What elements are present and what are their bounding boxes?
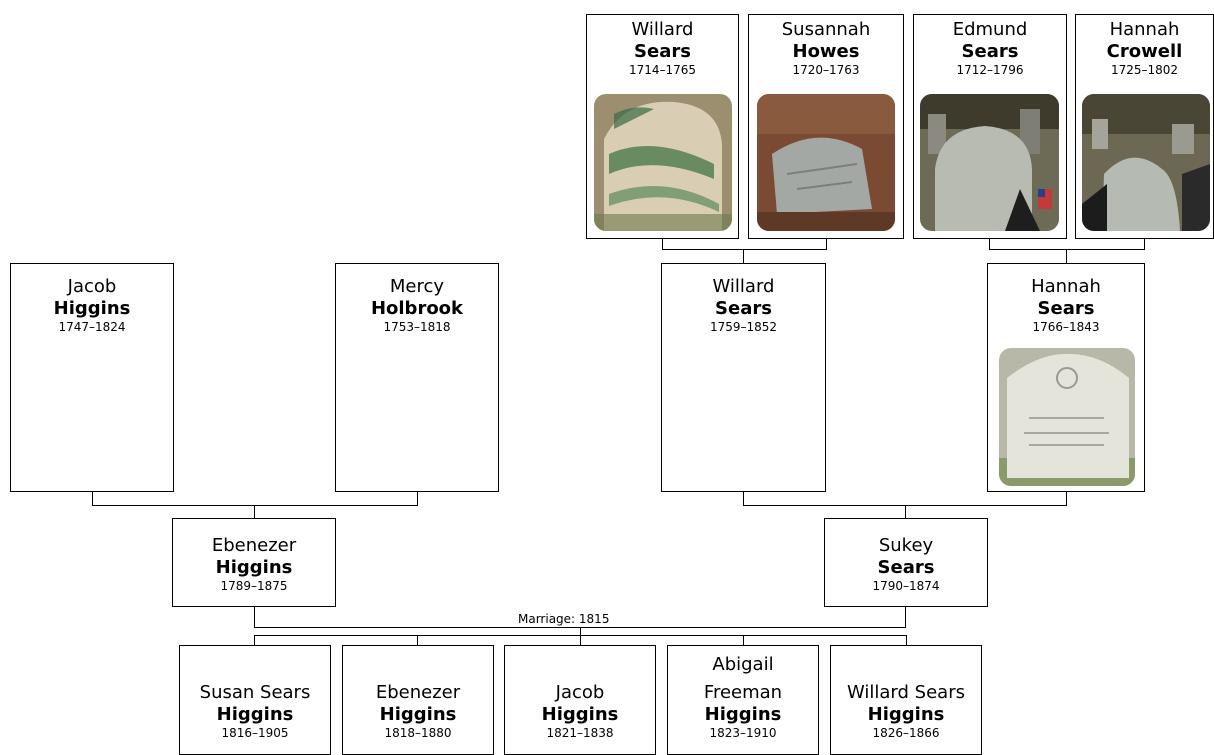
connector <box>1144 239 1145 249</box>
marriage-connector <box>254 607 255 627</box>
connector <box>417 635 418 645</box>
surname: Holbrook <box>370 298 464 319</box>
given-name: Mercy <box>389 276 445 297</box>
connector <box>662 239 663 249</box>
surname: Howes <box>792 41 860 62</box>
surname: Higgins <box>704 704 782 725</box>
life-dates: 1790–1874 <box>872 579 940 593</box>
person-card-edmund-sears[interactable]: Edmund Sears 1712–1796 <box>913 14 1067 239</box>
person-card-susannah-howes[interactable]: Susannah Howes 1720–1763 <box>748 14 904 239</box>
connector <box>662 249 827 250</box>
given-name-line2: Freeman <box>703 682 783 703</box>
person-card-susan-sears-higgins[interactable]: Susan Sears Higgins 1816–1905 <box>179 645 331 755</box>
gravestone-photo[interactable] <box>920 94 1059 231</box>
given-name: Willard <box>712 276 775 297</box>
life-dates: 1714–1765 <box>628 63 697 77</box>
surname: Sears <box>1037 298 1095 319</box>
given-name: Jacob <box>555 682 605 703</box>
marriage-connector <box>905 607 906 627</box>
connector <box>826 239 827 249</box>
connector <box>905 505 906 518</box>
connector <box>906 635 907 645</box>
life-dates: 1712–1796 <box>956 63 1024 77</box>
person-card-willard-sears-1759[interactable]: Willard Sears 1759–1852 <box>661 263 826 492</box>
life-dates: 1753–1818 <box>383 320 451 334</box>
connector <box>254 635 255 645</box>
connector <box>1066 249 1067 263</box>
given-name: Jacob <box>67 276 117 297</box>
connector <box>743 249 744 263</box>
surname: Sears <box>634 41 691 62</box>
given-name: Willard Sears <box>847 682 965 703</box>
given-name: Willard <box>631 19 694 40</box>
connector <box>254 505 255 518</box>
life-dates: 1821–1838 <box>546 726 614 740</box>
person-card-ebenezer-higgins-1818[interactable]: Ebenezer Higgins 1818–1880 <box>342 645 494 755</box>
given-name: Susan Sears <box>199 682 311 703</box>
given-name: Hannah <box>1109 19 1180 40</box>
person-card-willard-sears-higgins[interactable]: Willard Sears Higgins 1826–1866 <box>830 645 982 755</box>
connector <box>743 492 744 505</box>
surname: Higgins <box>379 704 457 725</box>
surname: Sears <box>715 298 772 319</box>
connector <box>989 239 990 249</box>
life-dates: 1766–1843 <box>1032 320 1100 334</box>
person-card-jacob-higgins-1821[interactable]: Jacob Higgins 1821–1838 <box>504 645 656 755</box>
life-dates: 1826–1866 <box>872 726 940 740</box>
given-name: Sukey <box>878 535 934 556</box>
gravestone-photo[interactable] <box>757 94 895 231</box>
person-card-jacob-higgins-1747[interactable]: Jacob Higgins 1747–1824 <box>10 263 174 492</box>
gravestone-photo[interactable] <box>594 94 732 231</box>
connector <box>580 627 581 635</box>
surname: Higgins <box>53 298 131 319</box>
surname: Higgins <box>541 704 619 725</box>
connector <box>92 505 418 506</box>
life-dates: 1725–1802 <box>1110 63 1179 77</box>
connector <box>989 249 1145 250</box>
connector <box>92 492 93 505</box>
surname: Higgins <box>216 704 294 725</box>
life-dates: 1720–1763 <box>792 63 860 77</box>
surname: Crowell <box>1106 41 1183 62</box>
life-dates: 1816–1905 <box>221 726 289 740</box>
person-card-hannah-crowell[interactable]: Hannah Crowell 1725–1802 <box>1075 14 1214 239</box>
connector <box>580 635 581 645</box>
connector <box>743 635 744 645</box>
connector <box>417 492 418 505</box>
gravestone-photo[interactable] <box>1082 94 1210 231</box>
person-card-mercy-holbrook[interactable]: Mercy Holbrook 1753–1818 <box>335 263 499 492</box>
given-name: Ebenezer <box>375 682 461 703</box>
life-dates: 1747–1824 <box>58 320 126 334</box>
gravestone-photo[interactable] <box>999 348 1135 486</box>
given-name: Edmund <box>952 19 1028 40</box>
person-card-hannah-sears[interactable]: Hannah Sears 1766–1843 <box>987 263 1145 492</box>
person-card-sukey-sears[interactable]: Sukey Sears 1790–1874 <box>824 518 988 607</box>
life-dates: 1818–1880 <box>384 726 452 740</box>
given-name: Ebenezer <box>211 535 297 556</box>
surname: Higgins <box>867 704 945 725</box>
life-dates: 1759–1852 <box>709 320 778 334</box>
given-name-line1: Abigail <box>712 654 774 675</box>
given-name: Susannah <box>781 19 871 40</box>
surname: Higgins <box>215 557 293 578</box>
surname: Sears <box>877 557 935 578</box>
marriage-label: Marriage: 1815 <box>515 612 613 626</box>
person-card-ebenezer-higgins-1789[interactable]: Ebenezer Higgins 1789–1875 <box>172 518 336 607</box>
life-dates: 1789–1875 <box>220 579 288 593</box>
connector <box>1066 492 1067 505</box>
surname: Sears <box>961 41 1019 62</box>
given-name: Hannah <box>1031 276 1101 297</box>
person-card-willard-sears-1714[interactable]: Willard Sears 1714–1765 <box>586 14 739 239</box>
life-dates: 1823–1910 <box>709 726 777 740</box>
person-card-abigail-freeman-higgins[interactable]: Abigail Freeman Higgins 1823–1910 <box>667 645 819 755</box>
